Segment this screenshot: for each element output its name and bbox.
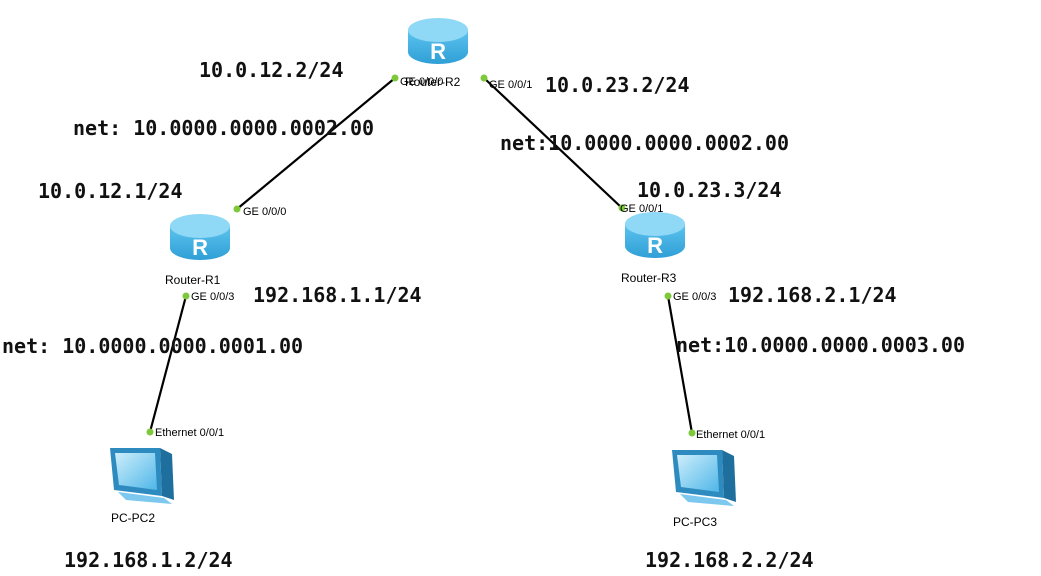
- note-r3-net: net:10.0000.0000.0003.00: [676, 333, 965, 357]
- note-r1-ip: 10.0.12.1/24: [38, 179, 183, 203]
- pc-pc3-label: PC-PC3: [673, 515, 717, 529]
- router-icon: R: [625, 212, 685, 258]
- port-label: GE 0/0/0: [243, 206, 286, 218]
- router-r1[interactable]: R: [170, 214, 230, 260]
- port-label: GE 0/0/1: [620, 203, 663, 215]
- note-r2-left-ip: 10.0.12.2/24: [199, 58, 344, 82]
- port-dot[interactable]: [664, 292, 672, 300]
- svg-text:R: R: [647, 233, 663, 258]
- port-label: GE 0/0/0: [400, 76, 443, 88]
- note-r2-net-left: net: 10.0000.0000.0002.00: [73, 116, 374, 140]
- note-r3-ip: 10.0.23.3/24: [637, 178, 782, 202]
- port-dot[interactable]: [688, 429, 696, 437]
- pc-icon: [672, 450, 736, 506]
- port-dot[interactable]: [182, 292, 190, 300]
- note-r3-lan-ip: 192.168.2.1/24: [728, 283, 897, 307]
- port-dot[interactable]: [480, 74, 488, 82]
- port-dot[interactable]: [233, 205, 241, 213]
- link-r2-r1[interactable]: [236, 77, 396, 210]
- note-r2-right-ip: 10.0.23.2/24: [545, 73, 690, 97]
- port-dot[interactable]: [618, 204, 626, 212]
- router-r3[interactable]: R: [625, 212, 685, 258]
- port-label: GE 0/0/3: [673, 291, 716, 303]
- port-label: GE 0/0/3: [191, 291, 234, 303]
- pc-pc2[interactable]: [110, 448, 174, 504]
- note-r1-net: net: 10.0000.0000.0001.00: [2, 334, 303, 358]
- note-pc2-ip: 192.168.1.2/24: [64, 548, 233, 572]
- link-r2-r3[interactable]: [483, 77, 623, 209]
- port-dot[interactable]: [391, 74, 399, 82]
- note-r1-lan-ip: 192.168.1.1/24: [253, 283, 422, 307]
- port-label: Ethernet 0/0/1: [155, 427, 224, 439]
- router-r3-label: Router-R3: [621, 271, 677, 285]
- router-r1-label: Router-R1: [165, 273, 221, 287]
- note-r2-net-right: net:10.0000.0000.0002.00: [500, 131, 789, 155]
- router-icon: R: [170, 214, 230, 260]
- link-r1-pc2[interactable]: [148, 295, 188, 433]
- link-r3-pc3[interactable]: [666, 295, 694, 434]
- pc-pc2-label: PC-PC2: [111, 511, 155, 525]
- note-pc3-ip: 192.168.2.2/24: [645, 548, 814, 572]
- port-label: Ethernet 0/0/1: [696, 429, 765, 441]
- pc-pc3[interactable]: [672, 450, 736, 506]
- router-r2-label: Router-R2: [405, 75, 461, 89]
- router-icon: R: [408, 18, 468, 64]
- router-r2[interactable]: R: [408, 18, 468, 64]
- svg-text:R: R: [430, 39, 446, 64]
- port-label: GE 0/0/1: [489, 79, 532, 91]
- svg-text:R: R: [192, 235, 208, 260]
- port-dot[interactable]: [146, 428, 154, 436]
- pc-icon: [110, 448, 174, 504]
